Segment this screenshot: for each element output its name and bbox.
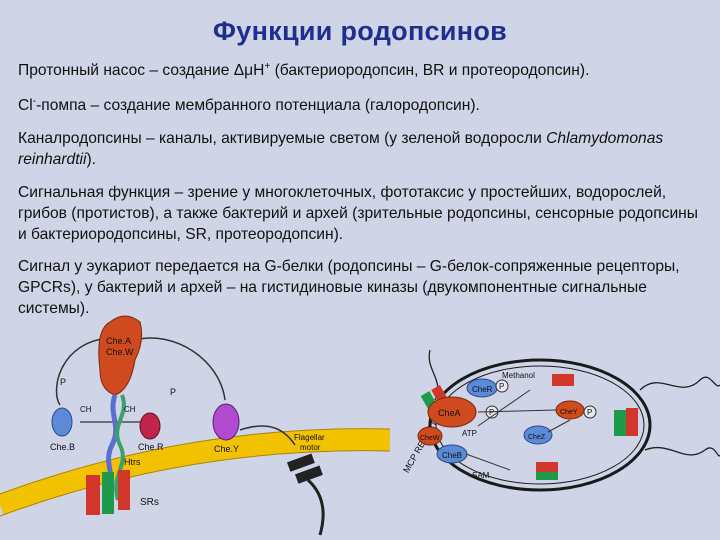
receptor-right-green xyxy=(614,410,626,436)
receptor-top-right xyxy=(552,374,574,386)
chea-label: Che.A xyxy=(106,336,131,346)
flagellar-motor xyxy=(287,453,325,536)
chey-right-label: CheY xyxy=(560,409,578,416)
cher-right-label: CheR xyxy=(472,385,493,394)
ch3-label-b: CH xyxy=(124,405,136,414)
receptor-bottom-green xyxy=(536,470,558,480)
phospho-text-3: P xyxy=(587,408,592,417)
cher-label: Che.R xyxy=(138,442,164,452)
cheb-protein xyxy=(51,407,73,437)
phospho-circle-3 xyxy=(583,405,597,419)
chea-chew-complex xyxy=(98,315,143,396)
paragraph-proton-pump: Протонный насос – создание ΔμН+ (бактери… xyxy=(18,60,590,79)
sr-protein-green xyxy=(102,472,114,514)
chew-right-label: CheW xyxy=(420,435,440,442)
left-chemotaxis-diagram: Che.A Che.W Htrs SRs Che.B Che.R CH CH P… xyxy=(0,315,390,536)
ch3-label-a: CH xyxy=(80,405,92,414)
chez-right-label: CheZ xyxy=(528,434,546,441)
chew-protein-right xyxy=(417,426,443,446)
cheb-right-label: CheB xyxy=(442,451,462,460)
paragraph-chloride-pump: Cl--помпа – создание мембранного потенци… xyxy=(18,95,480,114)
right-chemotaxis-diagram: MCP RECEPTORS Methanol CheR CheA CheW Ch… xyxy=(401,349,720,492)
receptor-right-red xyxy=(626,408,638,436)
chey-label: Che.Y xyxy=(214,444,239,454)
cheb-label: Che.B xyxy=(50,442,75,452)
sr-protein-red xyxy=(86,475,100,515)
paragraph-channelrhodopsins: Каналродопсины – каналы, активируемые св… xyxy=(18,130,664,168)
chey-protein xyxy=(212,403,240,441)
phospho-label-a: P xyxy=(60,377,66,387)
sam-label: SAM xyxy=(472,471,490,480)
arrow-chea-to-chey xyxy=(134,337,226,401)
cell-membrane xyxy=(0,428,390,516)
atp-label: ATP xyxy=(462,429,477,438)
arrow-chea-to-cheb xyxy=(55,337,113,406)
sr-protein-red-2 xyxy=(118,470,130,510)
phospho-text-1: P xyxy=(499,382,504,391)
chea-right-label: CheA xyxy=(438,408,461,418)
bacterial-cell xyxy=(428,358,652,492)
page-title: Функции родопсинов xyxy=(212,16,508,46)
chew-label: Che.W xyxy=(106,347,134,357)
arrow-chey-to-motor xyxy=(239,425,296,446)
motor-label-1: Flagellar xyxy=(294,433,325,442)
motor-label-2: motor xyxy=(300,443,321,452)
phospho-label-b: P xyxy=(170,387,176,397)
phospho-circle-1 xyxy=(495,379,509,393)
cher-protein xyxy=(139,412,161,440)
receptor-bottom-red xyxy=(536,462,558,472)
phospho-text-2: P xyxy=(489,408,494,417)
chea-protein-right xyxy=(427,396,477,428)
paragraph-signal-function: Сигнальная функция – зрение у многоклето… xyxy=(18,184,698,243)
chez-protein-right xyxy=(523,425,553,445)
paragraph-signal-transfer: Сигнал у эукариот передается на G-белки … xyxy=(18,258,680,317)
srs-label: SRs xyxy=(140,497,159,508)
htrs-label: Htrs xyxy=(124,457,141,467)
methanol-label: Methanol xyxy=(502,371,535,380)
